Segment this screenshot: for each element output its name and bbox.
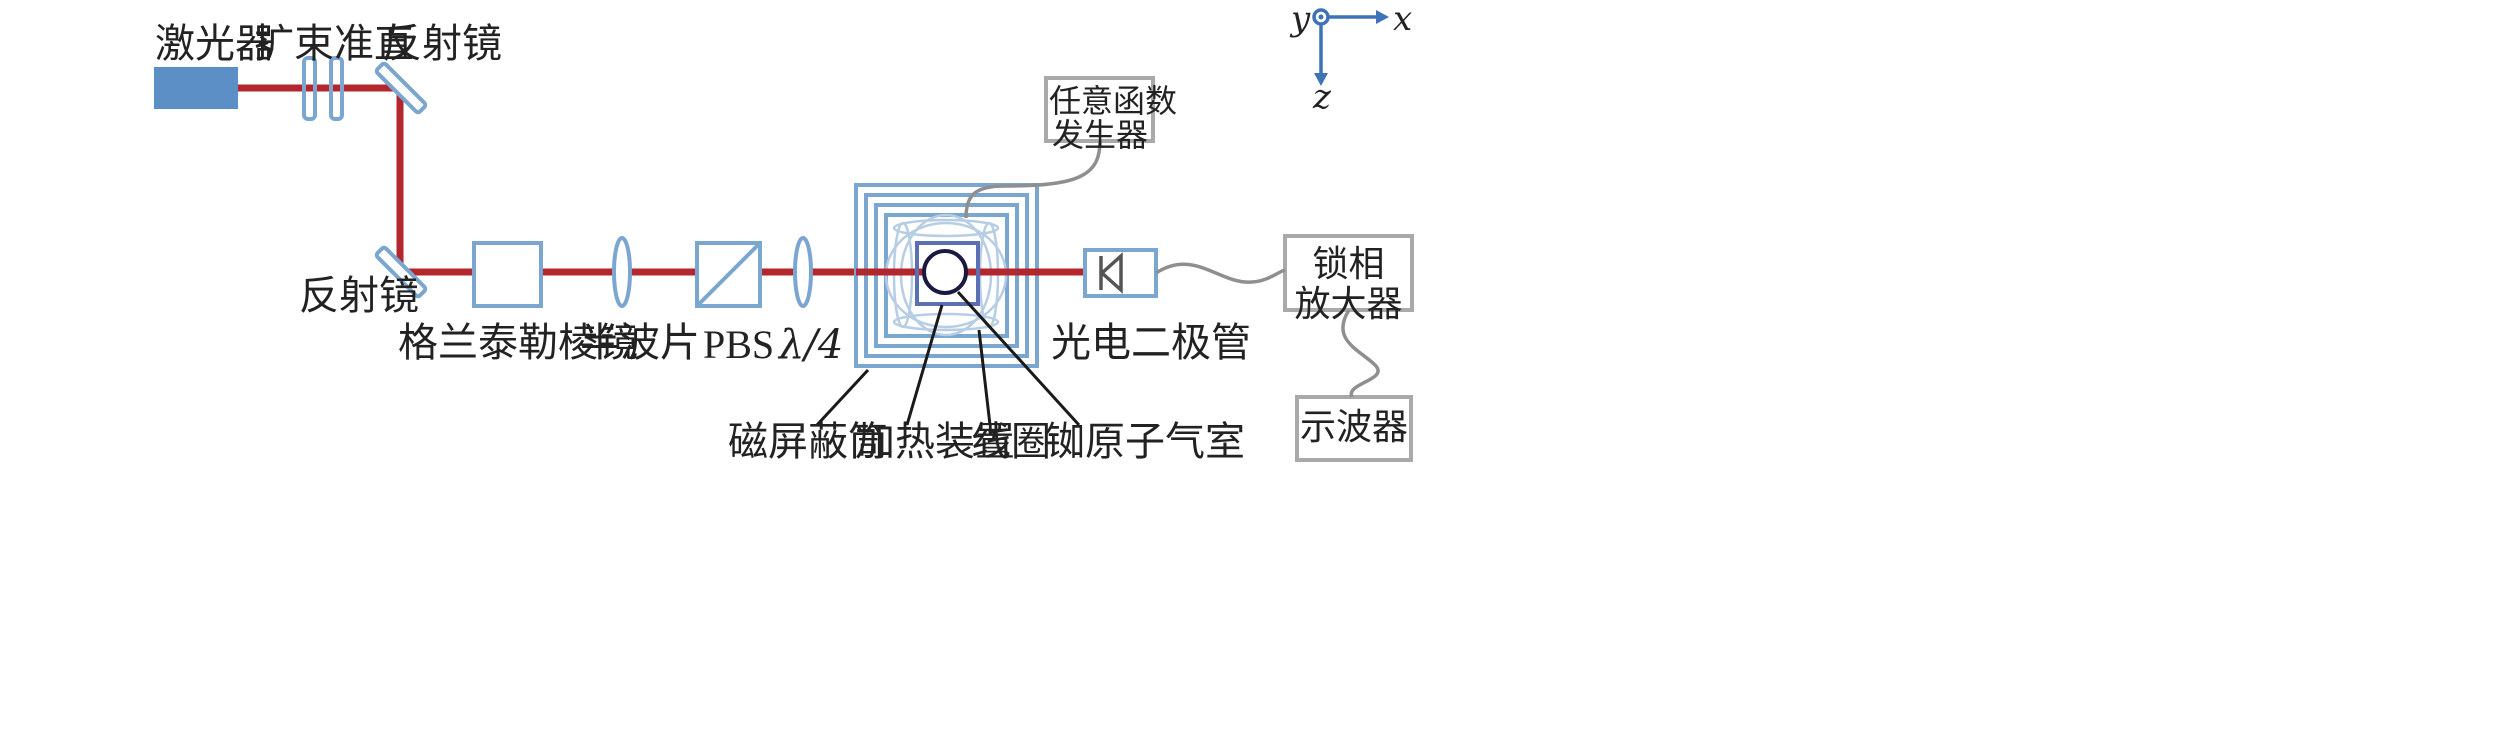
- axis-y-label: y: [1291, 0, 1311, 39]
- diode-icon: [1083, 248, 1158, 298]
- coil-label: 线圈: [971, 419, 1051, 465]
- heater-label: 加热装置: [855, 419, 1015, 465]
- laser-icon: [154, 67, 238, 109]
- beam-splitter-icon: [695, 241, 762, 308]
- axis-z-label: z: [1313, 77, 1331, 117]
- leader-lines: [815, 290, 1081, 427]
- oscilloscope-box: [1295, 395, 1413, 462]
- lens-icon: [793, 236, 813, 308]
- mirror-icon: [374, 245, 428, 299]
- prism-icon: [472, 241, 543, 308]
- lens-pair-icon: [302, 56, 344, 121]
- quarter-wave-plate-label: λ/4: [779, 322, 844, 368]
- beam-expander-label: 扩束准直: [254, 21, 414, 67]
- laser-label: 激光器: [155, 21, 275, 67]
- mirror-bottom-label: 反射镜: [299, 273, 419, 319]
- half-wave-plate-label: 半波片: [580, 320, 700, 366]
- oscilloscope-label: 示波器: [1300, 407, 1409, 448]
- vapor-cell-icon: [922, 249, 968, 295]
- coordinate-axes: [1312, 8, 1389, 86]
- glan-prism-label: 格兰泰勒棱镜: [398, 320, 638, 366]
- lockin-amplifier-box: [1283, 234, 1414, 312]
- function-generator-label: 任意函数 发生器: [1049, 82, 1178, 154]
- signal-wires: [964, 140, 1380, 398]
- lockin-amplifier-label: 锁相 放大器: [1294, 244, 1403, 325]
- function-generator-box: [1044, 76, 1155, 143]
- photodiode-label: 光电二极管: [1051, 320, 1251, 366]
- pbs-label: PBS: [703, 322, 775, 367]
- axis-x-label: x: [1393, 0, 1413, 39]
- lens-icon: [612, 236, 632, 308]
- mirror-top-label: 反射镜: [382, 21, 502, 67]
- mirror-icon: [374, 61, 428, 115]
- rb-cell-label: 铷原子气室: [1045, 419, 1245, 465]
- magnetic-shield-label: 磁屏蔽筒: [728, 419, 888, 465]
- heater: [915, 241, 980, 306]
